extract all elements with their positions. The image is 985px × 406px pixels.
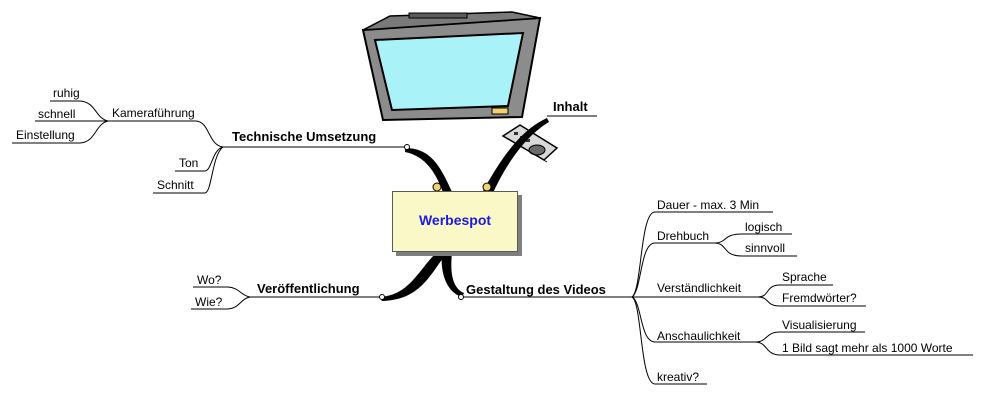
node-dauer[interactable]: Dauer - max. 3 Min: [657, 198, 760, 212]
node-sinnvoll[interactable]: sinnvoll: [745, 241, 786, 255]
node-logisch[interactable]: logisch: [745, 220, 783, 234]
connector-gestaltung: [441, 252, 464, 297]
node-drehbuch[interactable]: Drehbuch: [657, 229, 710, 243]
tv-icon: [361, 11, 542, 122]
branch-technische-umsetzung[interactable]: Technische Umsetzung: [232, 129, 377, 144]
node-ton[interactable]: Ton: [179, 156, 199, 170]
node-einstellung[interactable]: Einstellung: [16, 128, 75, 142]
node-verstaendlichkeit[interactable]: Verständlichkeit: [657, 281, 742, 295]
node-wie[interactable]: Wie?: [195, 295, 223, 309]
node-wo[interactable]: Wo?: [197, 273, 222, 287]
branch-veroeffentlichung[interactable]: Veröffentlichung: [257, 281, 360, 296]
node-anschaulichkeit[interactable]: Anschaulichkeit: [657, 329, 741, 343]
connector-inhalt: [482, 118, 549, 195]
node-kamerafuehrung[interactable]: Kameraführung: [112, 106, 195, 120]
node-ruhig[interactable]: ruhig: [53, 86, 80, 100]
remote-control-icon: [501, 124, 559, 163]
node-visualisierung[interactable]: Visualisierung: [782, 318, 857, 332]
node-fremdwoerter[interactable]: Fremdwörter?: [782, 291, 857, 305]
connector-veroeffentlichung: [380, 251, 446, 301]
node-schnell[interactable]: schnell: [38, 107, 76, 121]
node-schnitt[interactable]: Schnitt: [157, 178, 194, 192]
center-node-label: Werbespot: [418, 212, 492, 228]
branch-inhalt[interactable]: Inhalt: [553, 99, 588, 114]
node-sprache[interactable]: Sprache: [782, 270, 827, 284]
branch-gestaltung-des-videos[interactable]: Gestaltung des Videos: [466, 282, 606, 297]
node-ein-bild[interactable]: 1 Bild sagt mehr als 1000 Worte: [782, 341, 953, 355]
center-node[interactable]: Werbespot: [392, 191, 518, 252]
node-kreativ[interactable]: kreativ?: [657, 370, 700, 384]
connector-technische: [405, 148, 452, 195]
